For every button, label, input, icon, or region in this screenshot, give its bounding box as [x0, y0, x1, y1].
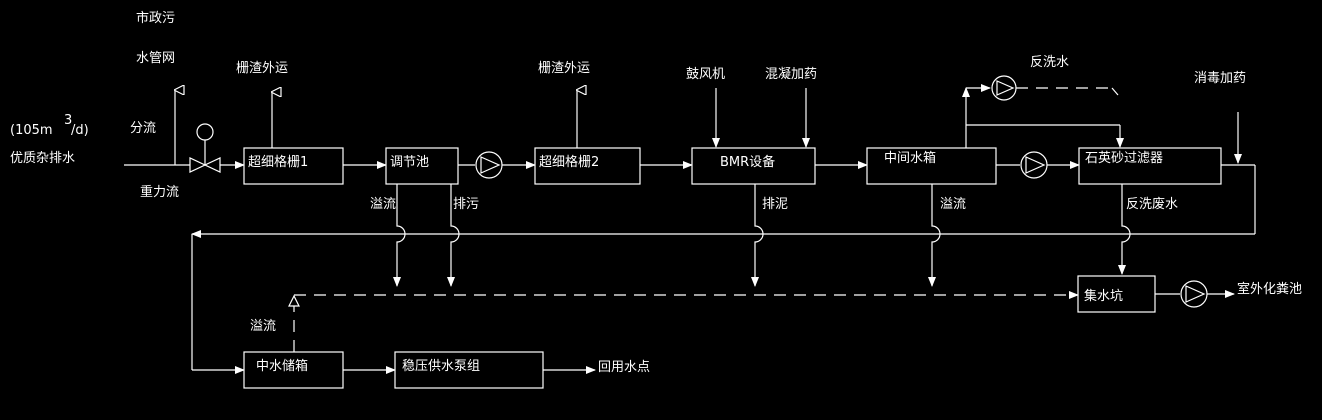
split-flow-label: 分流	[130, 121, 156, 136]
filter-box	[1078, 147, 1222, 185]
inflow-quantity-left: (105m	[10, 123, 53, 138]
blower-label: 鼓风机	[686, 67, 725, 82]
screen2-box	[534, 147, 641, 185]
sludge-label: 排泥	[762, 197, 788, 212]
drain-lines	[393, 184, 1131, 287]
backwash-tick	[1111, 87, 1119, 96]
gravity-flow-label: 重力流	[140, 184, 179, 200]
pump-group-box	[394, 351, 544, 389]
coag-label: 混凝加药	[765, 66, 817, 82]
discharge-line	[447, 184, 460, 287]
backwash-label: 反洗水	[1030, 55, 1069, 70]
valve-icon	[189, 123, 221, 173]
screen2-label: 超细格栅2	[539, 154, 599, 170]
pump-icon	[1180, 280, 1208, 308]
storage-box	[243, 351, 344, 389]
sludge-line	[751, 184, 764, 287]
bmr-label: BMR设备	[720, 154, 775, 170]
bypass-label-line1: 市政污	[136, 10, 175, 26]
overflow1-label: 溢流	[370, 197, 396, 212]
storage-label: 中水储箱	[256, 358, 308, 374]
bypass-label-line2: 水管网	[136, 51, 175, 66]
pump-icon	[475, 151, 503, 179]
overflow1-line	[393, 184, 406, 287]
inflow-name: 优质杂排水	[10, 151, 75, 166]
screen1-box	[243, 147, 344, 185]
disinfect-label: 消毒加药	[1194, 71, 1246, 86]
bmr-box	[691, 147, 816, 185]
mid-tank-label: 中间水箱	[884, 150, 936, 166]
inflow-quantity-right: /d)	[71, 123, 89, 138]
filter-label: 石英砂过滤器	[1085, 151, 1163, 166]
screen2-out-label: 栅渣外运	[538, 61, 590, 76]
backwash-waste-label: 反洗废水	[1126, 196, 1178, 212]
sump-label: 集水坑	[1084, 288, 1123, 304]
storage-overflow-arrow	[288, 294, 300, 307]
overflow2-line	[928, 184, 941, 287]
storage-overflow-label: 溢流	[250, 319, 276, 334]
screen1-out-label: 栅渣外运	[236, 61, 288, 76]
adjust-tank-box	[385, 147, 459, 185]
pump-icon	[991, 75, 1017, 101]
discharge-label: 排污	[453, 197, 479, 212]
outdoor-label: 室外化粪池	[1237, 281, 1302, 297]
adjust-tank-label: 调节池	[390, 155, 429, 170]
overflow2-label: 溢流	[940, 197, 966, 212]
inflow-quantity-sup: 3	[64, 113, 72, 128]
sump-box	[1077, 275, 1156, 313]
pump-icon	[1020, 151, 1048, 179]
inflow-label: (105m 3 /d) 优质杂排水	[10, 113, 89, 166]
screen1-label: 超细格栅1	[248, 154, 308, 170]
pump-group-label: 稳压供水泵组	[402, 358, 480, 374]
reuse-label: 回用水点	[598, 360, 650, 375]
backwash-waste-line	[1118, 184, 1131, 275]
